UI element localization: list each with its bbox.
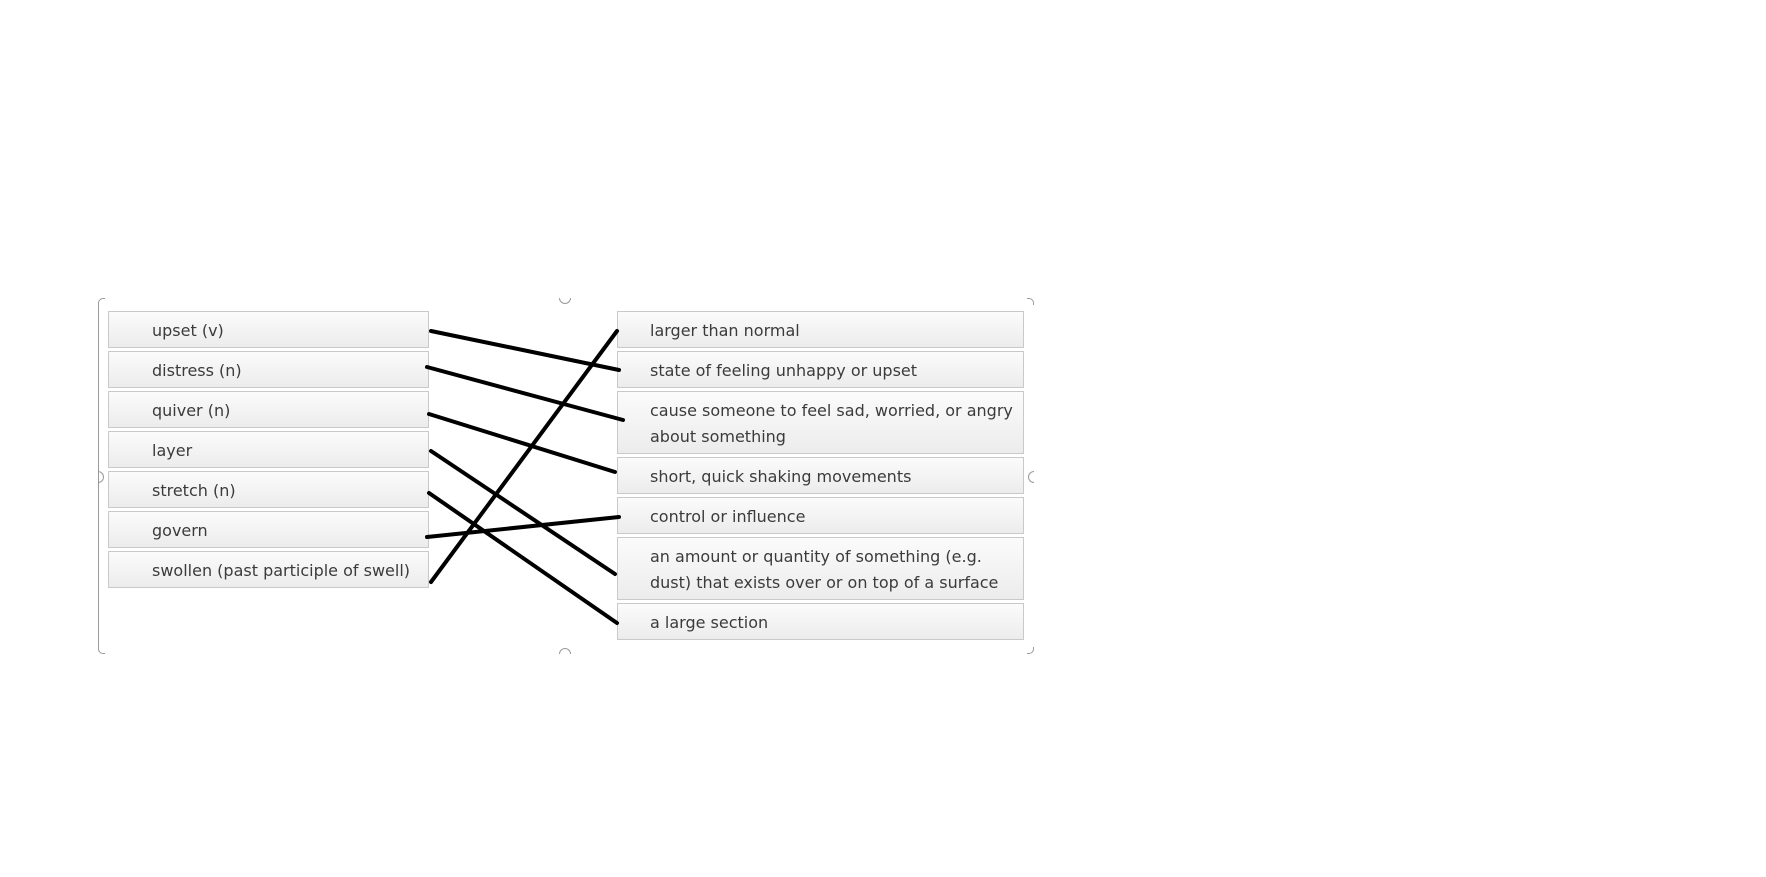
definition-box[interactable]: short, quick shaking movements: [617, 457, 1024, 494]
frame-corner-handle[interactable]: [1027, 298, 1034, 305]
frame-corner-handle[interactable]: [1027, 647, 1034, 654]
frame-bottom-handle[interactable]: [559, 648, 571, 654]
term-box[interactable]: upset (v): [108, 311, 429, 348]
frame-left-handle[interactable]: [98, 471, 104, 483]
definition-box[interactable]: larger than normal: [617, 311, 1024, 348]
term-box[interactable]: govern: [108, 511, 429, 548]
frame-top-handle[interactable]: [559, 298, 571, 304]
term-box[interactable]: stretch (n): [108, 471, 429, 508]
term-box[interactable]: swollen (past participle of swell): [108, 551, 429, 588]
definition-box[interactable]: a large section: [617, 603, 1024, 640]
frame-corner-handle[interactable]: [98, 298, 105, 305]
definition-box[interactable]: state of feeling unhappy or upset: [617, 351, 1024, 388]
frame-corner-handle[interactable]: [98, 647, 105, 654]
frame-right-handle[interactable]: [1028, 471, 1034, 483]
definition-box[interactable]: an amount or quantity of something (e.g.…: [617, 537, 1024, 600]
definition-box[interactable]: control or influence: [617, 497, 1024, 534]
selection-frame[interactable]: [98, 298, 1034, 654]
term-box[interactable]: layer: [108, 431, 429, 468]
term-box[interactable]: distress (n): [108, 351, 429, 388]
definition-box[interactable]: cause someone to feel sad, worried, or a…: [617, 391, 1024, 454]
term-box[interactable]: quiver (n): [108, 391, 429, 428]
